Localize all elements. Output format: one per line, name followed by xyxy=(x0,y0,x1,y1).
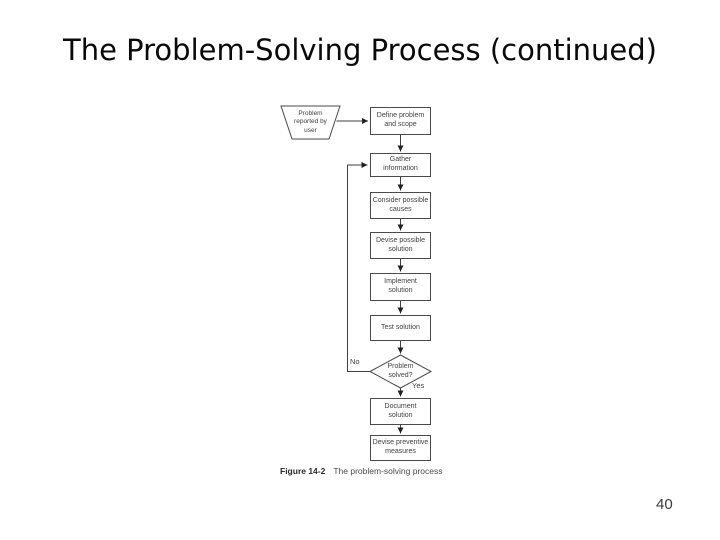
branch-label-no: No xyxy=(350,357,360,366)
flowchart-node-devise-solution: Devise possible solution xyxy=(370,232,431,259)
node-line: Document xyxy=(384,402,417,410)
flowchart-node-document-solution: Document solution xyxy=(370,398,431,425)
node-line: Implement xyxy=(384,278,417,286)
flowchart-node-gather-information: Gather information xyxy=(370,153,431,177)
node-line: information xyxy=(383,165,418,172)
node-line: Devise possible xyxy=(375,236,426,244)
flowchart-node-consider-causes: Consider possible causes xyxy=(370,192,431,219)
problem-solving-flowchart: Problem reported by user Define problem … xyxy=(260,95,480,485)
slide-title: The Problem-Solving Process (continued) xyxy=(63,33,657,67)
node-line: Gather xyxy=(389,156,412,164)
node-line: and scope xyxy=(384,121,417,128)
node-line: Problem xyxy=(298,109,323,117)
node-line: causes xyxy=(389,205,412,213)
node-line: Define problem xyxy=(376,112,425,120)
flowchart-connectors xyxy=(280,105,433,434)
figure-caption: Figure 14-2 The problem-solving process xyxy=(280,466,443,476)
figure-caption-text: The problem-solving process xyxy=(333,466,443,476)
node-line: Test solution xyxy=(381,323,420,331)
branch-label-yes: Yes xyxy=(412,381,425,390)
node-line: Devise preventive xyxy=(372,439,429,447)
no-feedback-connector xyxy=(347,162,370,372)
node-line: solved? xyxy=(388,371,413,379)
node-line: Consider possible xyxy=(372,196,429,204)
flowchart-node-problem-reported: Problem reported by user xyxy=(281,106,340,139)
node-line: solution xyxy=(388,411,413,419)
node-line: reported by xyxy=(294,118,327,126)
trapezoid-shape xyxy=(280,105,341,140)
page-number: 40 xyxy=(656,496,673,513)
node-line: measures xyxy=(385,448,416,455)
flowchart-node-test-solution: Test solution xyxy=(370,315,431,341)
flowchart-node-problem-solved-decision: Problem solved? xyxy=(370,356,431,387)
flowchart-node-preventive-measures: Devise preventive measures xyxy=(370,435,431,461)
decision-diamond-shape xyxy=(368,354,433,389)
node-line: Problem xyxy=(387,362,414,370)
node-line: solution xyxy=(388,287,413,294)
figure-caption-label: Figure 14-2 xyxy=(280,466,326,476)
flowchart-node-implement-solution: Implement solution xyxy=(370,273,431,301)
node-line: user xyxy=(304,126,317,134)
node-line: solution xyxy=(388,245,413,253)
flowchart-node-define-problem: Define problem and scope xyxy=(370,107,431,135)
